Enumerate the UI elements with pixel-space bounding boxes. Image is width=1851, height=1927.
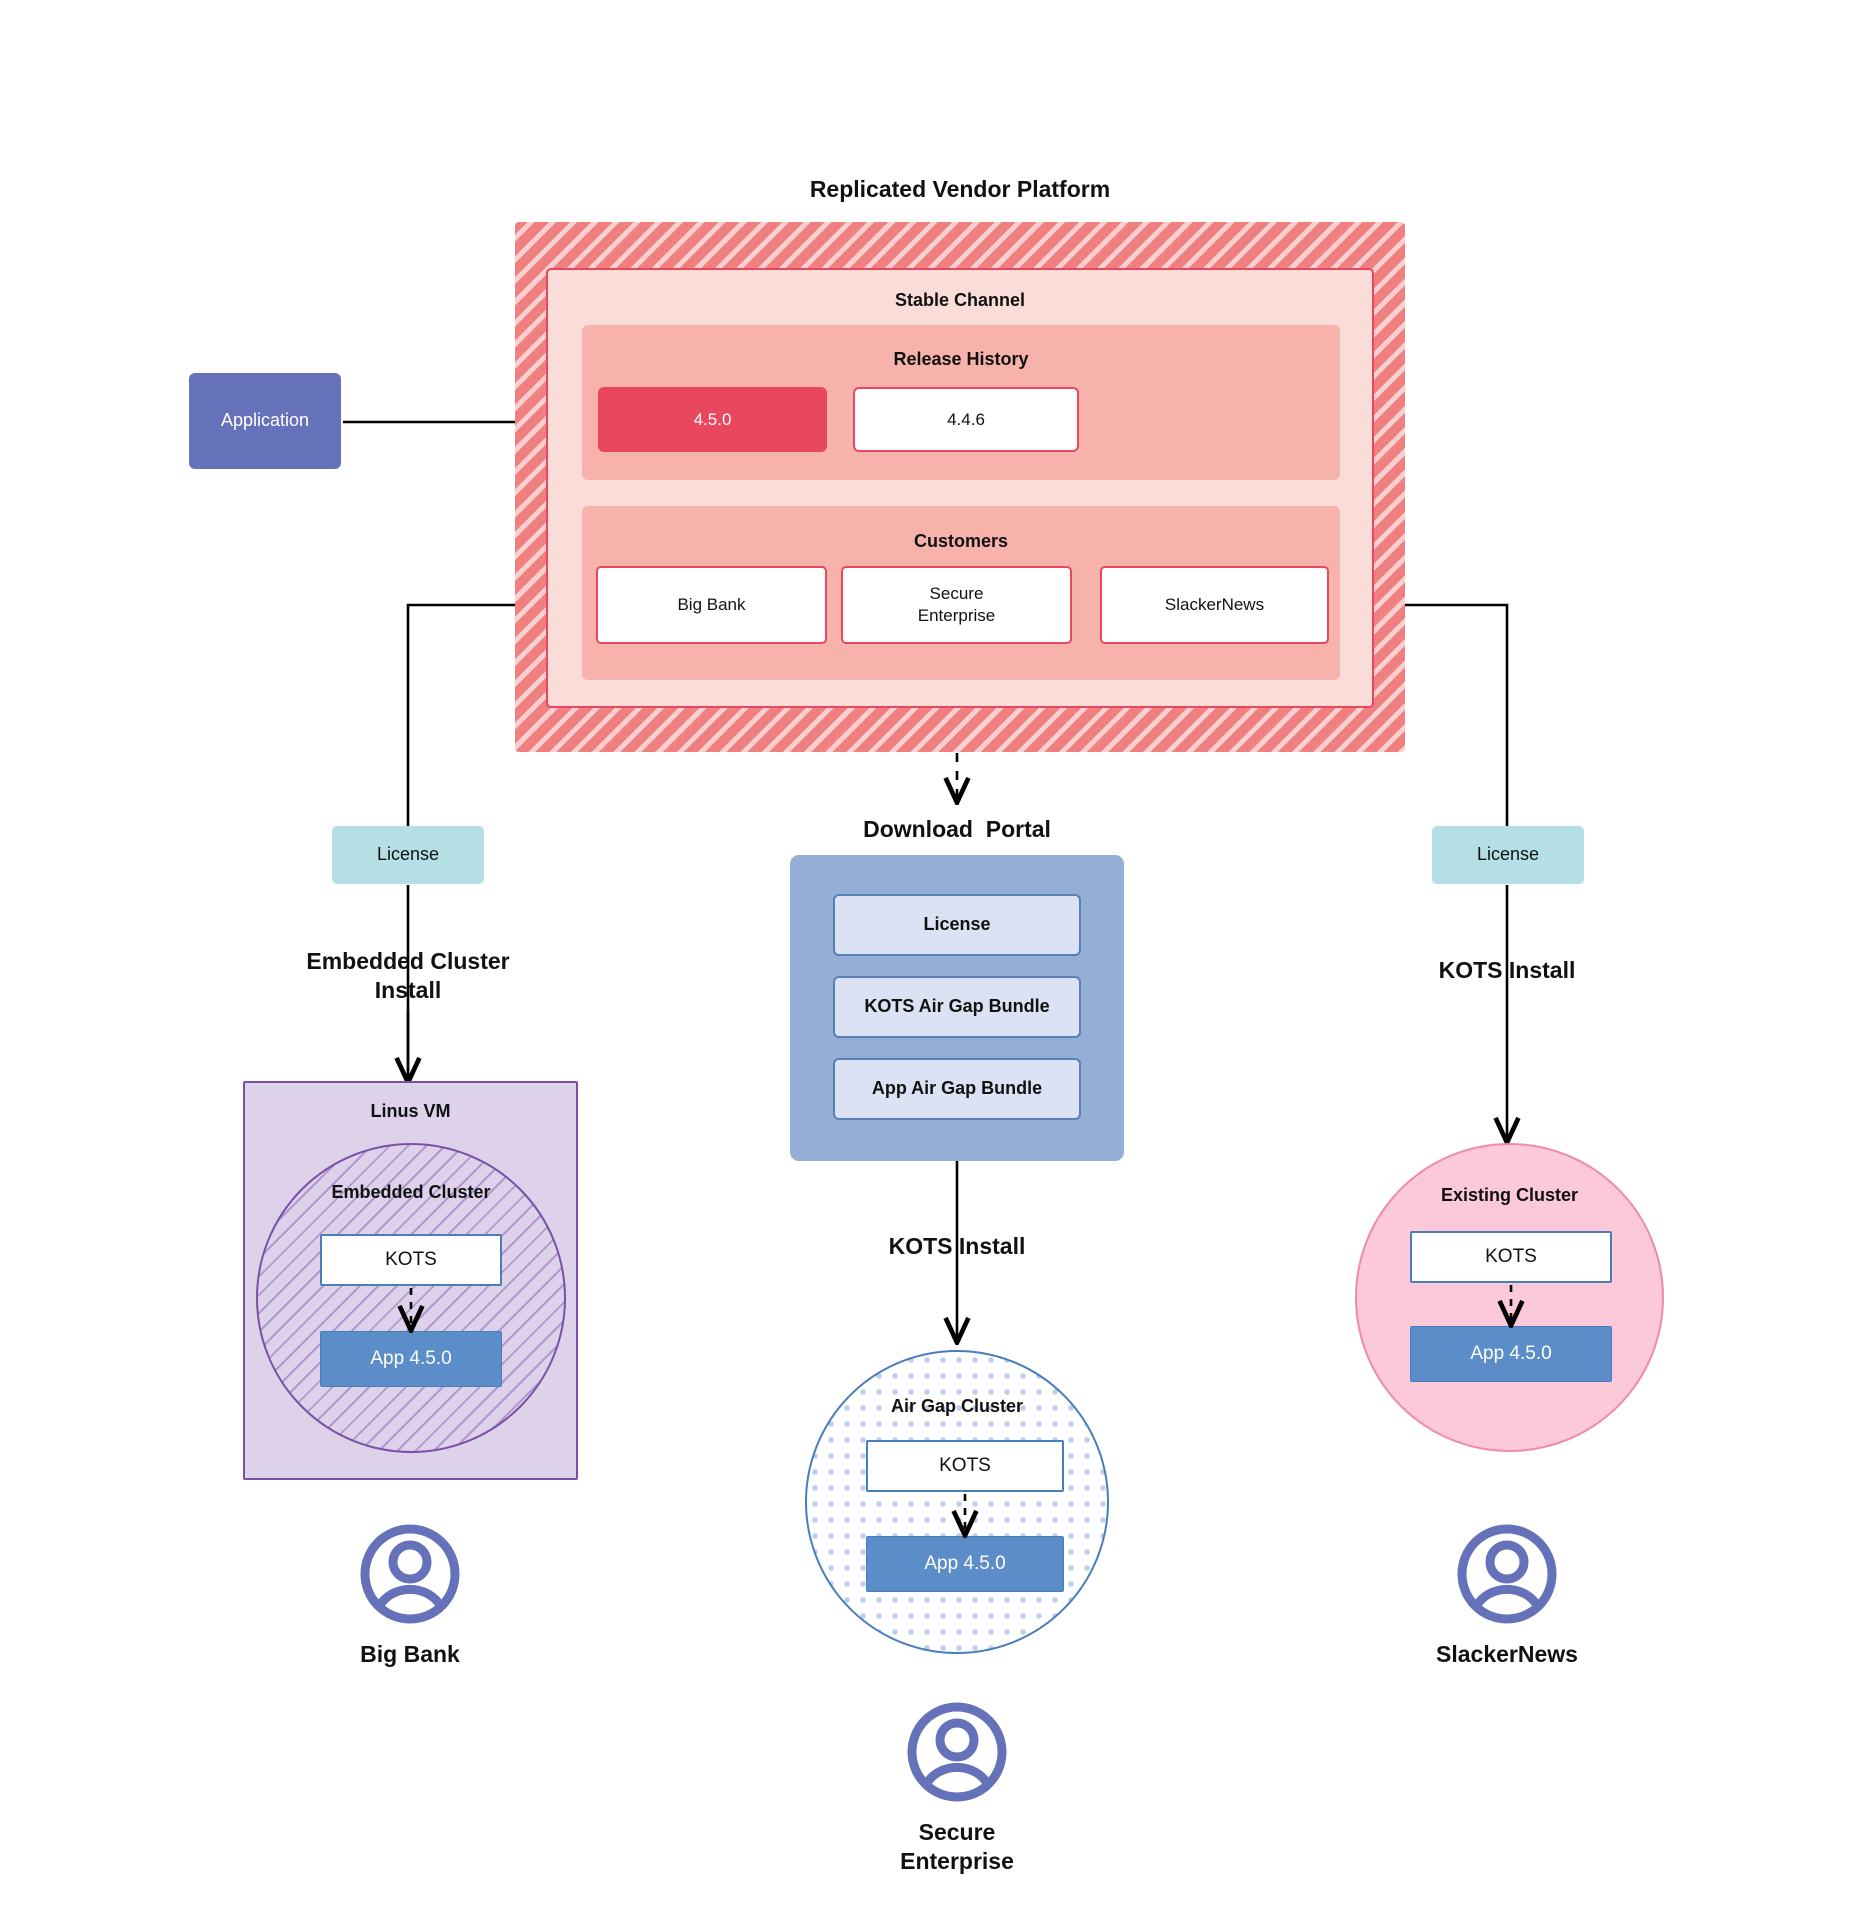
portal-item-app-air-gap-bundle[interactable]: App Air Gap Bundle	[833, 1058, 1081, 1120]
customer-chip-secure-enterprise[interactable]: Secure Enterprise	[841, 566, 1072, 644]
release-chip-past[interactable]: 4.4.6	[853, 387, 1079, 452]
person-icon	[360, 1524, 460, 1624]
application-label: Application	[220, 410, 310, 431]
license-label: License	[1476, 844, 1540, 865]
customer-name-label: Secure Enterprise	[917, 584, 996, 625]
stable-channel-title-text: Stable Channel	[894, 290, 1026, 311]
stable-channel-title: Stable Channel	[546, 288, 1374, 314]
release-chip-current[interactable]: 4.5.0	[598, 387, 827, 452]
air-gap-cluster-title-text: Air Gap Cluster	[890, 1396, 1024, 1417]
kots-install-text: KOTS Install	[1438, 957, 1576, 984]
embedded-cluster-install-text: Embedded Cluster Install	[306, 947, 510, 1003]
existing-cluster-title: Existing Cluster	[1355, 1184, 1664, 1208]
person-icon	[907, 1702, 1007, 1802]
customer-name-label: Big Bank	[677, 595, 746, 615]
kots-box-embedded[interactable]: KOTS	[320, 1234, 502, 1286]
portal-item-label: KOTS Air Gap Bundle	[864, 996, 1050, 1017]
embedded-cluster-install-label: Embedded Cluster Install	[258, 945, 558, 1007]
linux-vm-title-text: Linus VM	[370, 1101, 451, 1122]
license-label: License	[376, 844, 440, 865]
portal-item-label: License	[923, 914, 991, 935]
kots-box-existing[interactable]: KOTS	[1410, 1231, 1612, 1283]
persona-label-big-bank: Big Bank	[300, 1638, 520, 1672]
release-history-title-text: Release History	[893, 349, 1029, 370]
customer-name-label: SlackerNews	[1164, 595, 1265, 615]
existing-cluster-circle	[1355, 1143, 1664, 1452]
linux-vm-title: Linus VM	[243, 1100, 578, 1124]
persona-name-text: SlackerNews	[1436, 1641, 1578, 1668]
kots-install-label-middle: KOTS Install	[832, 1231, 1082, 1263]
persona-name-text: Big Bank	[360, 1641, 460, 1668]
air-gap-cluster-title: Air Gap Cluster	[805, 1395, 1109, 1419]
app-version-label: App 4.5.0	[924, 1552, 1006, 1574]
kots-box-airgap[interactable]: KOTS	[866, 1440, 1064, 1492]
customers-title: Customers	[582, 530, 1340, 554]
download-portal-title-text: Download Portal	[863, 816, 1051, 843]
app-box-existing[interactable]: App 4.5.0	[1410, 1326, 1612, 1382]
portal-item-label: App Air Gap Bundle	[871, 1078, 1043, 1099]
download-portal-title: Download Portal	[807, 815, 1107, 845]
avatar-secure-enterprise	[905, 1700, 1009, 1804]
embedded-cluster-title: Embedded Cluster	[256, 1181, 566, 1205]
air-gap-cluster-circle	[805, 1350, 1109, 1654]
embedded-cluster-title-text: Embedded Cluster	[331, 1182, 491, 1203]
customer-chip-slackernews[interactable]: SlackerNews	[1100, 566, 1329, 644]
application-box[interactable]: Application	[189, 373, 341, 469]
customer-chip-big-bank[interactable]: Big Bank	[596, 566, 827, 644]
license-box-left[interactable]: License	[332, 826, 484, 884]
persona-name-text: Secure Enterprise	[900, 1819, 1014, 1875]
app-version-label: App 4.5.0	[370, 1347, 452, 1369]
avatar-slackernews	[1455, 1522, 1559, 1626]
persona-label-secure-enterprise: Secure Enterprise	[847, 1818, 1067, 1884]
app-box-airgap[interactable]: App 4.5.0	[866, 1536, 1064, 1592]
page-title: Replicated Vendor Platform	[515, 175, 1405, 205]
license-box-right[interactable]: License	[1432, 826, 1584, 884]
app-box-embedded[interactable]: App 4.5.0	[320, 1331, 502, 1387]
release-version-label: 4.4.6	[947, 409, 985, 429]
release-version-label: 4.5.0	[693, 409, 732, 429]
person-icon	[1457, 1524, 1557, 1624]
portal-item-license[interactable]: License	[833, 894, 1081, 956]
release-history-title: Release History	[582, 348, 1340, 372]
kots-label: KOTS	[1485, 1245, 1537, 1267]
persona-label-slackernews: SlackerNews	[1397, 1638, 1617, 1672]
existing-cluster-title-text: Existing Cluster	[1440, 1185, 1579, 1206]
customers-title-text: Customers	[913, 531, 1009, 552]
avatar-big-bank	[358, 1522, 462, 1626]
page-title-text: Replicated Vendor Platform	[809, 176, 1111, 203]
portal-item-kots-air-gap-bundle[interactable]: KOTS Air Gap Bundle	[833, 976, 1081, 1038]
kots-install-text: KOTS Install	[888, 1233, 1026, 1260]
app-version-label: App 4.5.0	[1470, 1342, 1552, 1364]
kots-label: KOTS	[939, 1454, 991, 1476]
kots-label: KOTS	[385, 1248, 437, 1270]
kots-install-label-right: KOTS Install	[1382, 955, 1632, 987]
